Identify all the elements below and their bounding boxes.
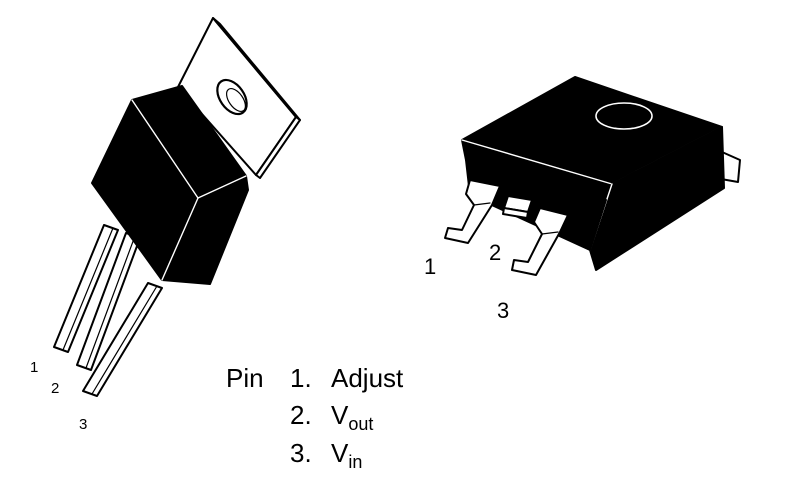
to220-mounting-hole [216, 78, 248, 116]
to220-lead-label-2: 2 [51, 380, 59, 397]
pin-name: Adjust [331, 363, 404, 393]
pin-name: Vout [331, 400, 373, 434]
pin-name-main: Adjust [331, 363, 404, 393]
d2pak-marking-dimple [595, 102, 653, 130]
d2pak-lead-2-stub [502, 195, 533, 219]
to220-lead-1 [53, 224, 119, 353]
to220-lead-3 [82, 282, 163, 397]
pin-legend-item-2: 2. Vout [290, 400, 373, 434]
d2pak-lead-label-2: 2 [489, 240, 501, 265]
d2pak-lead-label-3: 3 [497, 298, 509, 323]
pin-number: 1. [290, 363, 312, 393]
pin-number: 2. [290, 400, 312, 430]
d2pak-package [444, 76, 741, 276]
pin-legend-item-3: 3. Vin [290, 438, 362, 472]
to220-lead-label-3: 3 [79, 416, 87, 433]
pin-legend-heading: Pin [226, 363, 264, 393]
d2pak-lead-1 [444, 179, 501, 244]
pin-name-subscript: in [348, 452, 362, 472]
pin-name-main: V [331, 400, 349, 430]
pin-number: 3. [290, 438, 312, 468]
to220-lead-label-1: 1 [30, 359, 38, 376]
d2pak-lead-label-1: 1 [424, 254, 436, 279]
pin-legend: Pin 1. Adjust 2. Vout 3. Vin [226, 363, 404, 472]
pin-legend-item-1: 1. Adjust [290, 363, 404, 393]
pin-name-subscript: out [348, 414, 373, 434]
pin-name: Vin [331, 438, 362, 472]
to220-package [53, 17, 301, 397]
d2pak-lead-3 [511, 207, 569, 276]
pin-name-main: V [331, 438, 349, 468]
to220-body [91, 85, 249, 285]
